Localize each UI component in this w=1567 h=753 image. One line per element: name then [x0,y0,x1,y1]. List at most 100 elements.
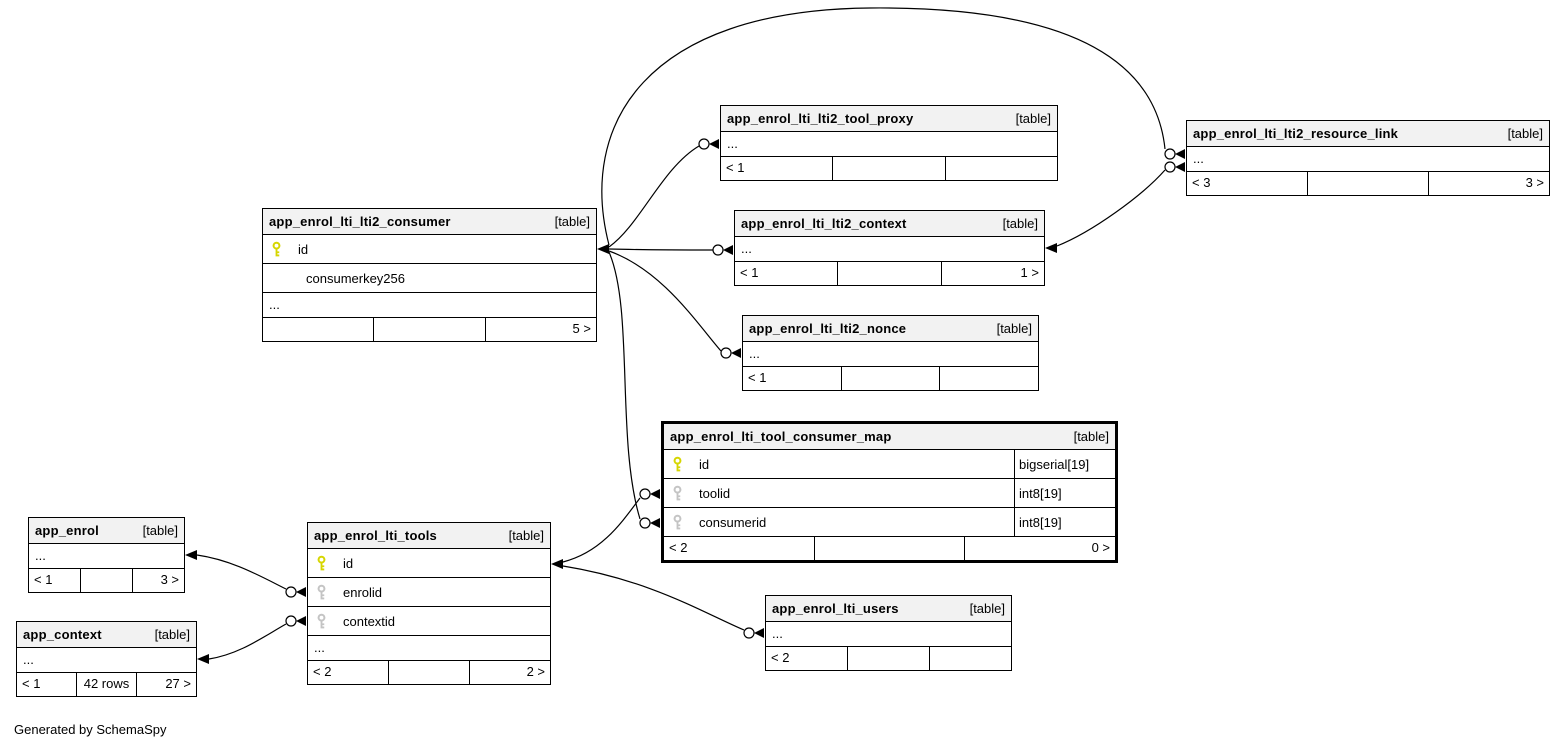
relation-context-to-resource-link [1056,161,1185,247]
table-app_enrol_lti_lti2_context[interactable]: app_enrol_lti_lti2_context [table] ... <… [734,210,1045,286]
table-badge: [table] [969,601,1005,616]
table-footer: < 1 1 > [735,262,1044,285]
table-app_enrol_lti_lti2_consumer[interactable]: app_enrol_lti_lti2_consumer [table] id c… [262,208,597,342]
footer-cell: 5 > [484,318,596,341]
column-name: id [699,456,710,472]
column-name: consumerid [699,514,767,530]
table-footer: < 1 42 rows 27 > [17,673,196,696]
table-name: app_enrol_lti_lti2_resource_link [1193,126,1399,141]
arrow-enrol-parent [185,550,197,560]
foreign-key-icon [673,485,682,500]
table-name: app_enrol [35,523,99,538]
table-name: app_enrol_lti_lti2_context [741,216,907,231]
footer-cell [263,318,373,341]
column-name: id [298,241,309,257]
footer-cell [929,647,1011,670]
table-header[interactable]: app_enrol_lti_lti2_resource_link [table] [1187,121,1549,147]
relation-consumer-to-nonce [608,250,741,359]
primary-key-icon [673,456,682,471]
footer-cell: < 2 [669,540,688,555]
table-badge: [table] [1015,111,1051,126]
table-footer: < 2 2 > [308,661,550,684]
table-name: app_enrol_lti_lti2_tool_proxy [727,111,914,126]
footer-cell: 0 > [964,537,1115,560]
table-badge: [table] [154,627,190,642]
column-name: consumerkey256 [306,270,405,286]
table-footer: 5 > [263,318,596,341]
table-name: app_enrol_lti_tool_consumer_map [670,429,892,444]
more-columns-ellipsis: ... [263,293,596,318]
table-header[interactable]: app_enrol_lti_users [table] [766,596,1011,622]
more-columns-ellipsis: ... [29,544,184,569]
footer-cell [840,367,940,390]
table-app_enrol[interactable]: app_enrol [table] ... < 1 3 > [28,517,185,593]
footer-cell: 27 > [136,673,196,696]
footer-cell [1307,172,1428,195]
table-header[interactable]: app_context [table] [17,622,196,648]
table-header[interactable]: app_enrol [table] [29,518,184,544]
table-app_enrol_lti_lti2_resource_link[interactable]: app_enrol_lti_lti2_resource_link [table]… [1186,120,1550,196]
column-name: toolid [699,485,731,501]
footer-cell [939,367,1038,390]
relation-app-context-to-tools-contextid [208,615,306,660]
footer-cell: 1 > [940,262,1044,285]
column-name: id [343,555,354,571]
table-header[interactable]: app_enrol_lti_lti2_tool_proxy [table] [721,106,1057,132]
table-footer: < 2 0 > [664,537,1115,560]
column-name: enrolid [343,584,383,600]
footer-cell [80,569,132,592]
more-columns-ellipsis: ... [308,636,550,661]
more-columns-ellipsis: ... [721,132,1057,157]
footer-cell [373,318,484,341]
table-badge: [table] [996,321,1032,336]
table-badge: [table] [142,523,178,538]
footer-cell: 3 > [132,569,184,592]
table-header[interactable]: app_enrol_lti_tool_consumer_map [table] [664,424,1115,450]
column-row-id: id [263,235,596,264]
more-columns-ellipsis: ... [735,237,1044,262]
table-badge: [table] [508,528,544,543]
footer-cell [847,647,929,670]
table-footer: < 1 [743,367,1038,390]
relation-enrol-to-tools-enrolid [196,554,306,598]
table-app_enrol_lti_tools[interactable]: app_enrol_lti_tools [table] id enrolid c… [307,522,551,685]
arrow-app-context-parent [197,654,209,664]
footer-cell: < 1 [22,676,41,691]
foreign-key-icon [673,514,682,529]
relation-tools-to-map-toolid [562,488,660,563]
table-header[interactable]: app_enrol_lti_lti2_nonce [table] [743,316,1038,342]
table-header[interactable]: app_enrol_lti_lti2_context [table] [735,211,1044,237]
table-name: app_enrol_lti_lti2_nonce [749,321,907,336]
table-app_enrol_lti_tool_consumer_map[interactable]: app_enrol_lti_tool_consumer_map [table] … [661,421,1118,563]
relation-consumer-to-tool-proxy [608,138,719,248]
column-row-contextid: contextid [308,607,550,636]
footer-cell: 2 > [469,661,550,684]
table-badge: [table] [1002,216,1038,231]
table-app_enrol_lti_lti2_nonce[interactable]: app_enrol_lti_lti2_nonce [table] ... < 1 [742,315,1039,391]
footer-cell [837,262,940,285]
table-header[interactable]: app_enrol_lti_lti2_consumer [table] [263,209,596,235]
table-name: app_enrol_lti_users [772,601,899,616]
table-header[interactable]: app_enrol_lti_tools [table] [308,523,550,549]
footer-cell: < 3 [1192,175,1211,190]
table-footer: < 1 [721,157,1057,180]
generator-credit: Generated by SchemaSpy [14,722,167,737]
table-app_enrol_lti_lti2_tool_proxy[interactable]: app_enrol_lti_lti2_tool_proxy [table] ..… [720,105,1058,181]
table-badge: [table] [1073,429,1109,444]
arrow-tools-parent [551,559,563,569]
footer-cell: < 1 [740,265,759,280]
footer-cell [813,537,965,560]
table-footer: < 2 [766,647,1011,670]
more-columns-ellipsis: ... [743,342,1038,367]
footer-cell: < 1 [748,370,767,385]
table-app_enrol_lti_users[interactable]: app_enrol_lti_users [table] ... < 2 [765,595,1012,671]
column-type: int8[19] [1014,479,1115,507]
foreign-key-icon [317,584,326,599]
table-app_context[interactable]: app_context [table] ... < 1 42 rows 27 > [16,621,197,697]
footer-cell: 42 rows [76,673,136,696]
column-row-consumerid: consumerid int8[19] [664,508,1115,537]
table-footer: < 3 3 > [1187,172,1549,195]
table-badge: [table] [1507,126,1543,141]
footer-cell [388,661,469,684]
